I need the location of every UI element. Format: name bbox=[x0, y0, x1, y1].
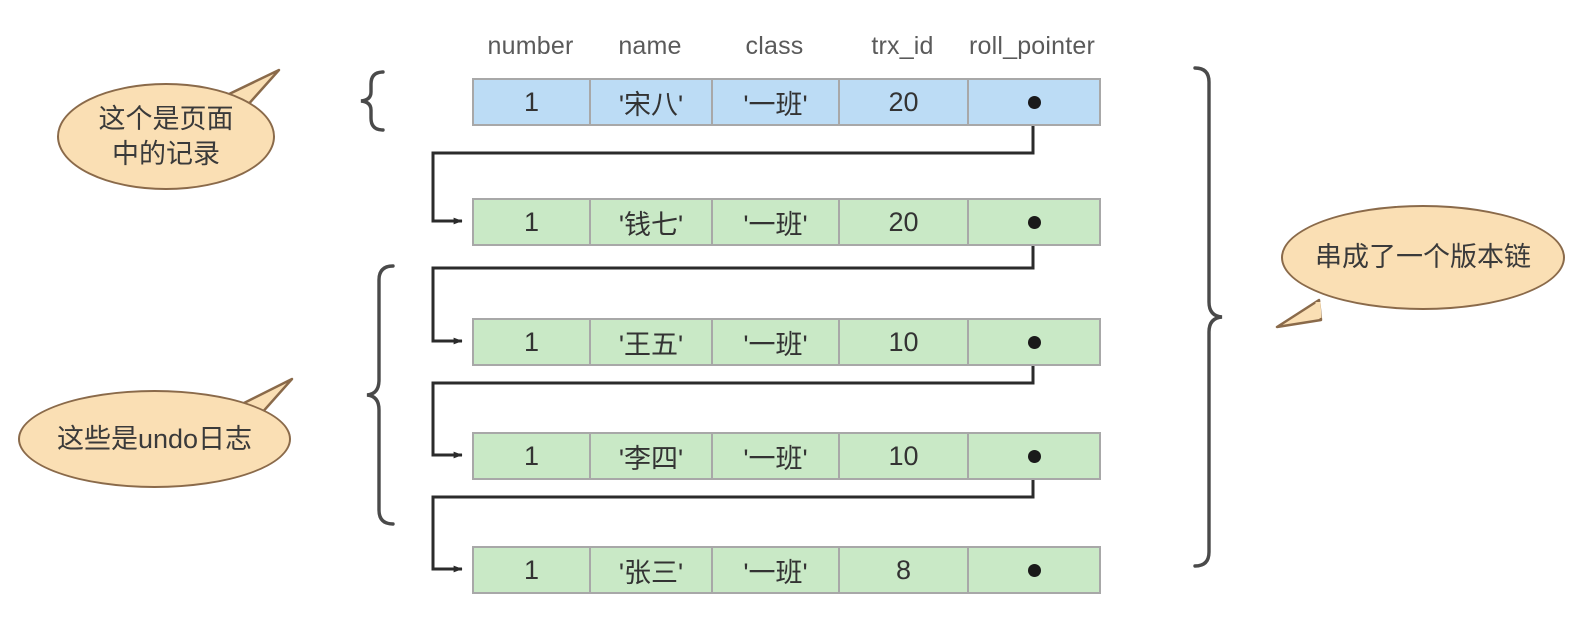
cell-number: 1 bbox=[474, 320, 591, 364]
cell-number: 1 bbox=[474, 80, 591, 124]
brace-undo-logs bbox=[366, 264, 395, 526]
cell-trx-id: 10 bbox=[840, 320, 969, 364]
cell-class: '一班' bbox=[713, 548, 840, 592]
callout-version-chain: 串成了一个版本链 bbox=[1281, 205, 1565, 310]
cell-roll-pointer bbox=[969, 320, 1099, 364]
cell-name: '李四' bbox=[591, 434, 713, 478]
cell-name: '宋八' bbox=[591, 80, 713, 124]
roll-pointer-dot-icon bbox=[1027, 335, 1041, 349]
table-row[interactable]: 1 '李四' '一班' 10 bbox=[472, 432, 1101, 480]
cell-trx-id: 20 bbox=[840, 80, 969, 124]
cell-class: '一班' bbox=[713, 320, 840, 364]
cell-trx-id: 8 bbox=[840, 548, 969, 592]
roll-pointer-dot-icon bbox=[1027, 215, 1041, 229]
table-row[interactable]: 1 '王五' '一班' 10 bbox=[472, 318, 1101, 366]
callout-undo-logs-text: 这些是undo日志 bbox=[56, 423, 253, 454]
cell-number: 1 bbox=[474, 200, 591, 244]
roll-pointer-dot-icon bbox=[1027, 449, 1041, 463]
cell-trx-id: 10 bbox=[840, 434, 969, 478]
cell-class: '一班' bbox=[713, 80, 840, 124]
cell-trx-id: 20 bbox=[840, 200, 969, 244]
callout-version-chain-text: 串成了一个版本链 bbox=[1315, 242, 1531, 273]
cell-class: '一班' bbox=[713, 434, 840, 478]
cell-number: 1 bbox=[474, 548, 591, 592]
table-row[interactable]: 1 '张三' '一班' 8 bbox=[472, 546, 1101, 594]
brace-record bbox=[360, 70, 385, 132]
table-column-headers: number name class trx_id roll_pointer bbox=[472, 30, 1101, 62]
connector-row3-to-row4 bbox=[431, 342, 1035, 459]
brace-version-chain bbox=[1193, 66, 1223, 568]
connector-row2-to-row3 bbox=[431, 222, 1035, 345]
callout-page-record-line2: 中的记录 bbox=[112, 138, 220, 169]
cell-number: 1 bbox=[474, 434, 591, 478]
connector-row1-to-row2 bbox=[431, 101, 1035, 225]
column-header-name: name bbox=[618, 31, 682, 60]
column-header-class: class bbox=[745, 31, 804, 60]
cell-roll-pointer bbox=[969, 200, 1099, 244]
cell-roll-pointer bbox=[969, 80, 1099, 124]
cell-name: '张三' bbox=[591, 548, 713, 592]
table-row[interactable]: 1 '钱七' '一班' 20 bbox=[472, 198, 1101, 246]
cell-roll-pointer bbox=[969, 434, 1099, 478]
cell-roll-pointer bbox=[969, 548, 1099, 592]
roll-pointer-dot-icon bbox=[1027, 563, 1041, 577]
table-row[interactable]: 1 '宋八' '一班' 20 bbox=[472, 78, 1101, 126]
cell-class: '一班' bbox=[713, 200, 840, 244]
callout-page-record: 这个是页面 中的记录 bbox=[57, 83, 275, 190]
column-header-number: number bbox=[487, 31, 574, 60]
column-header-trx-id: trx_id bbox=[871, 31, 934, 60]
cell-name: '王五' bbox=[591, 320, 713, 364]
column-header-roll-pointer: roll_pointer bbox=[968, 31, 1096, 60]
roll-pointer-dot-icon bbox=[1027, 95, 1041, 109]
callout-chain-tail bbox=[1275, 298, 1323, 329]
cell-name: '钱七' bbox=[591, 200, 713, 244]
callout-undo-logs: 这些是undo日志 bbox=[18, 390, 291, 488]
callout-page-record-line1: 这个是页面 bbox=[98, 103, 234, 134]
connector-row4-to-row5 bbox=[431, 456, 1035, 573]
